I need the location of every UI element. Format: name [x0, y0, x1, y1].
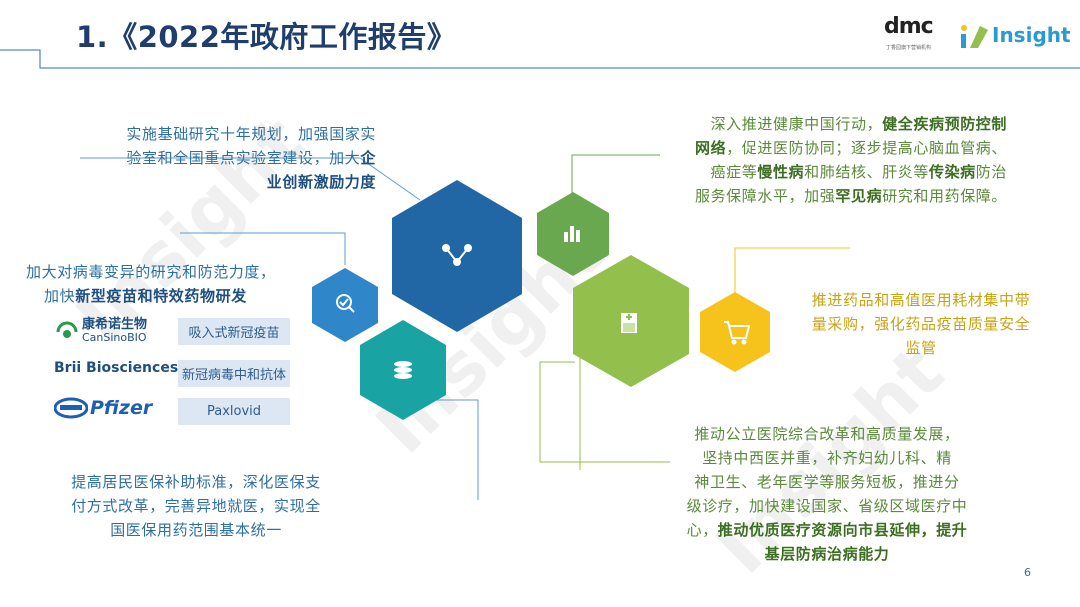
health-text: 深入推进健康中国行动，健全疾病预防控制 网络，促进医防协同；逐步提高心脑血管病、… [694, 115, 1007, 205]
tag-antibody: 新冠病毒中和抗体 [178, 360, 290, 387]
hex-research [392, 180, 522, 332]
hospital-text: 推动公立医院综合改革和高质量发展， 坚持中西医并重，补齐妇幼儿科、精 神卫生、老… [686, 425, 968, 563]
network-icon [442, 244, 472, 266]
pfizer-logo: Pfizer [54, 396, 152, 420]
header-divider [0, 49, 1080, 69]
coins-icon [394, 361, 412, 379]
cart-icon [724, 321, 751, 345]
dmc-logo-subtitle: 丁香园旗下营销机构 [886, 45, 932, 51]
insurance-text: 提高居民医保补助标准，深化医保支 付方式改革，完善异地就医，实现全 国医保用药范… [71, 473, 321, 539]
pfizer-logo-icon [54, 397, 88, 419]
page-title: 1.《2022年政府工作报告》 [76, 20, 457, 54]
dmc-logo-mark: dmc [884, 14, 934, 39]
insight-logo: Insight [958, 20, 1071, 54]
insight-logo-text: Insight [992, 23, 1071, 47]
bar-chart-icon [564, 226, 580, 242]
tag-paxlovid: Paxlovid [178, 398, 290, 425]
research-text: 实施基础研究十年规划，加强国家实 验室和全国重点实验室建设，加大企 业创新激励力… [126, 125, 376, 191]
hex-vaccine [312, 268, 378, 342]
insight-logo-icon [961, 25, 988, 48]
search-check-icon [336, 294, 355, 313]
vaccine-text: 加大对病毒变异的研究和防范力度， 加快新型疫苗和特效药物研发 [26, 263, 276, 305]
procurement-text: 推进药品和高值医用耗材集中带 量采购，强化药品疫苗质量安全 监管 [811, 291, 1031, 357]
hex-procurement [700, 292, 770, 372]
dmc-logo: dmc 丁香园旗下营销机构 [884, 14, 944, 54]
hospital-icon [621, 313, 637, 333]
cansino-logo: 康希诺生物 CanSinoBIO [54, 318, 147, 344]
page-number: 6 [1024, 566, 1031, 579]
tag-inhaled-vaccine: 吸入式新冠疫苗 [178, 318, 290, 345]
cansino-logo-icon [56, 321, 78, 338]
brii-logo: Brii Biosciences [54, 360, 179, 376]
